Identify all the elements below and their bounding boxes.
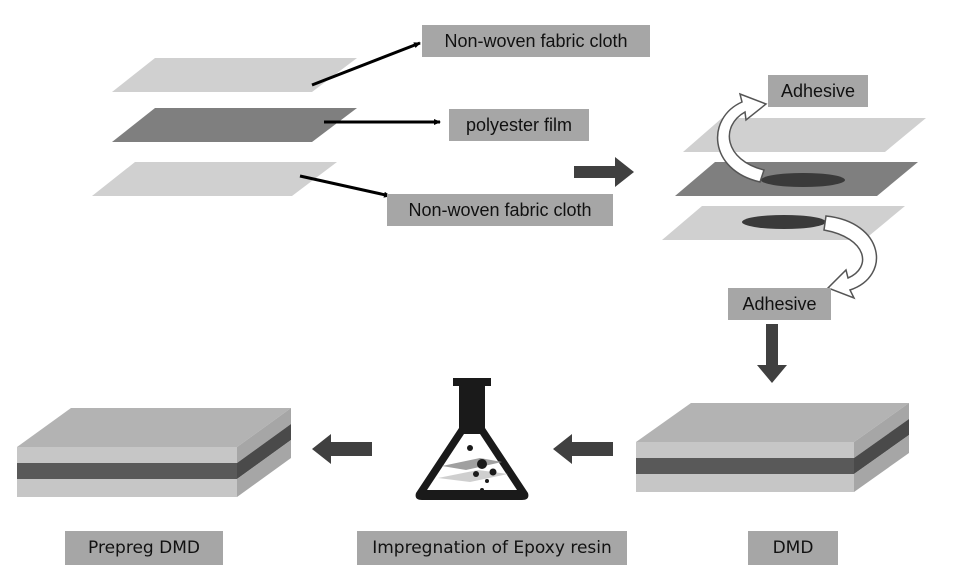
dmd-layer-top [636,442,854,458]
block-arrow-down-icon [757,324,787,383]
nonwoven-layer-bottom [92,162,337,196]
block-arrow-left-icon [312,434,372,464]
pointer-line-nonwoven-bottom [299,174,391,198]
label-adhesive-bottom: Adhesive [728,288,831,320]
label-nonwoven-top: Non-woven fabric cloth [422,25,650,57]
dmd-block-top-face [636,403,909,442]
prepreg-side-bottom [237,440,291,497]
label-polyester-film: polyester film [449,109,589,141]
dmd-side-bottom [854,435,909,492]
label-adhesive-top: Adhesive [768,75,868,107]
erlenmeyer-flask-icon [415,378,529,500]
prepreg-layer-middle [17,463,237,479]
block-arrow-right-icon [574,157,634,187]
adhesive-spot-top [761,173,845,187]
dmd-layer-bottom [636,474,854,492]
block-arrow-left-icon [553,434,613,464]
curved-arrow-bottom-icon [823,215,878,300]
prepreg-side-middle [237,424,291,479]
prepreg-side-top [237,408,291,463]
pointer-line-nonwoven-top [311,41,421,87]
prepreg-layer-top [17,447,237,463]
label-prepreg-dmd: Prepreg DMD [65,531,223,565]
stack-layer-top [683,118,926,152]
prepreg-block-top-face [17,408,291,447]
prepreg-layer-bottom [17,479,237,497]
nonwoven-layer-top [112,58,357,92]
label-dmd: DMD [748,531,838,565]
curved-arrow-top-icon [716,92,768,183]
polyester-layer [112,108,357,142]
label-impregnation: Impregnation of Epoxy resin [357,531,627,565]
adhesive-spot-bottom [742,215,826,229]
dmd-layer-middle [636,458,854,474]
label-nonwoven-bottom: Non-woven fabric cloth [387,194,613,226]
dmd-side-middle [854,419,909,474]
dmd-side-top [854,403,909,458]
